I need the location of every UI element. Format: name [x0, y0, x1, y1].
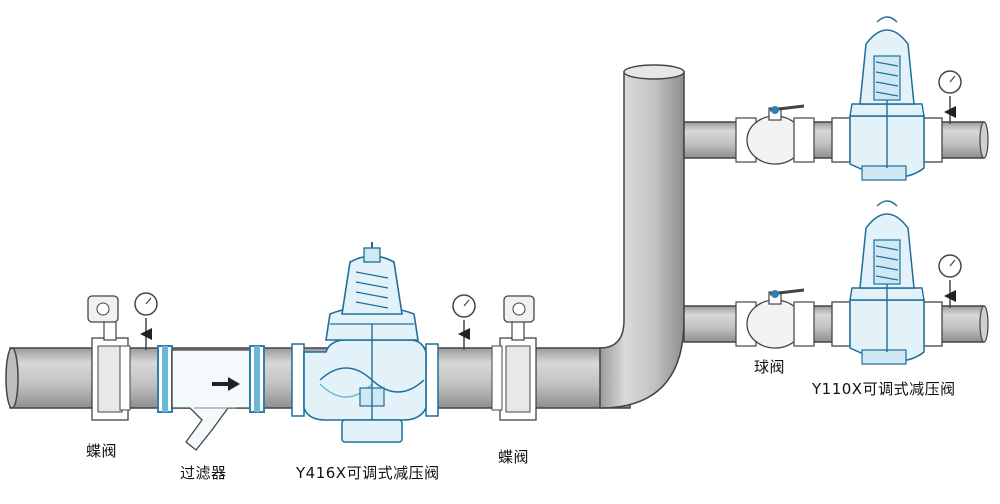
label-y110x-valve: Y110X可调式减压阀	[812, 380, 956, 398]
pressure-gauge-2	[452, 294, 476, 350]
flow-direction-arrow-icon	[212, 377, 240, 391]
y110x-valve-upper	[831, 16, 943, 181]
ball-valve-upper	[735, 104, 815, 165]
butterfly-valve-right	[491, 295, 537, 421]
strainer-body	[157, 345, 265, 451]
pressure-gauge-1	[134, 292, 158, 350]
label-ball-valve: 球阀	[754, 358, 786, 376]
label-y416x-valve: Y416X可调式减压阀	[296, 464, 440, 482]
label-strainer: 过滤器	[180, 464, 227, 482]
ball-valve-lower	[735, 288, 815, 349]
pressure-gauge-3	[938, 70, 962, 124]
butterfly-valve-left	[87, 295, 131, 421]
label-butterfly-valve-left: 蝶阀	[86, 442, 118, 460]
riser-pipe	[599, 64, 685, 409]
pressure-gauge-4	[938, 254, 962, 308]
label-butterfly-valve-right: 蝶阀	[498, 448, 530, 466]
y416x-valve	[291, 242, 439, 443]
y110x-valve-lower	[831, 200, 943, 365]
